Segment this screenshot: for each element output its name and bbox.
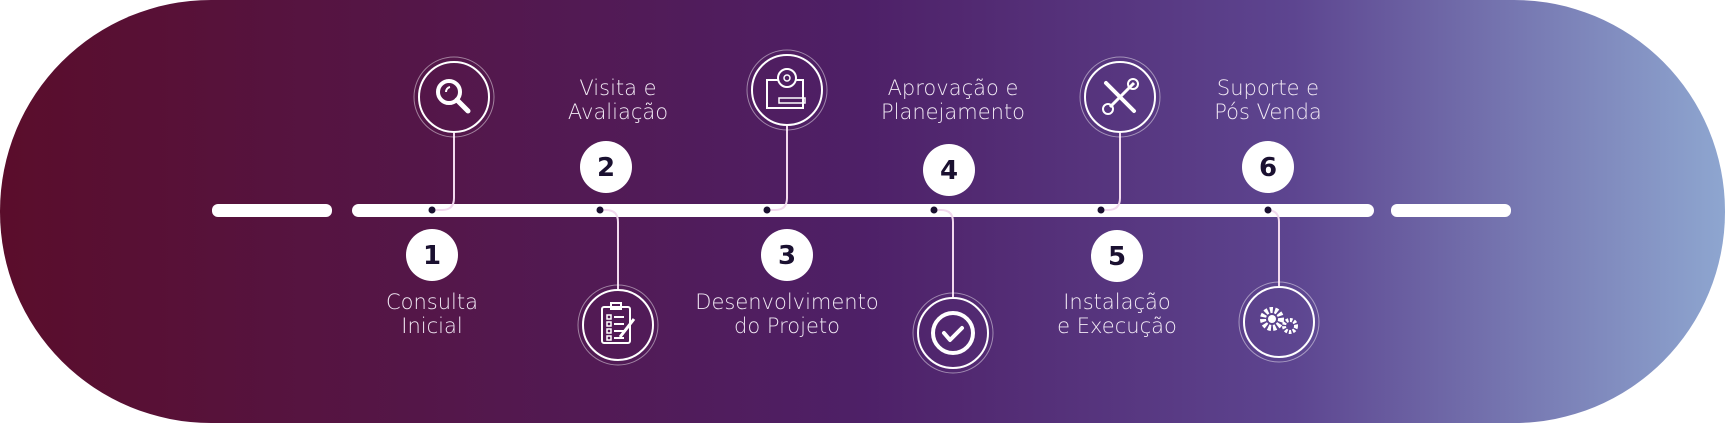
step-number: 6 xyxy=(1259,153,1277,183)
timeline-dot xyxy=(428,206,436,214)
timeline-dot xyxy=(1264,206,1272,214)
step-title-line: Desenvolvimento xyxy=(695,290,878,314)
step-title-line: Inicial xyxy=(401,314,462,338)
icon-outer-ring xyxy=(577,284,659,366)
step-title-line: Consulta xyxy=(386,290,478,314)
step-number-badge xyxy=(923,144,975,196)
icon-outer-ring xyxy=(1079,56,1161,138)
step-number-badge xyxy=(1091,230,1143,282)
search-icon xyxy=(436,79,471,114)
icon-ring xyxy=(1084,61,1156,133)
step-number: 2 xyxy=(597,153,615,183)
step-title-line: Avaliação xyxy=(568,100,668,124)
step-number-badge xyxy=(580,141,632,193)
timeline-dot xyxy=(763,206,771,214)
step-title-line: Suporte e xyxy=(1217,76,1319,100)
connector-line xyxy=(600,209,619,289)
checkmark-circle-icon xyxy=(931,311,975,355)
step-number-badge xyxy=(1242,141,1294,193)
icon-outer-ring xyxy=(912,292,994,374)
step-title-line: Aprovação e xyxy=(888,76,1019,100)
timeline-dot xyxy=(930,206,938,214)
icon-outer-ring xyxy=(413,56,495,138)
step-title-line: e Execução xyxy=(1057,314,1177,338)
connector-line xyxy=(1101,133,1121,211)
timeline-left-segment xyxy=(212,204,332,217)
icon-ring xyxy=(751,54,823,126)
icon-ring xyxy=(1243,286,1315,358)
icon-outer-ring xyxy=(746,49,828,131)
step-title-line: Pós Venda xyxy=(1214,100,1322,124)
step-number: 5 xyxy=(1108,242,1126,272)
connector-line xyxy=(432,133,455,211)
step-title-line: Visita e xyxy=(579,76,656,100)
step-title-line: Instalação xyxy=(1063,290,1171,314)
step-title-line: do Projeto xyxy=(734,314,840,338)
step-number: 3 xyxy=(778,241,796,271)
timeline-dot xyxy=(596,206,604,214)
gears-icon xyxy=(1260,307,1298,334)
connector-line xyxy=(767,126,788,211)
step-number-badge xyxy=(761,229,813,281)
tools-icon xyxy=(1102,78,1139,115)
icon-ring xyxy=(582,289,654,361)
icon-ring xyxy=(917,297,989,369)
icon-outer-ring xyxy=(1238,281,1320,363)
timeline-right-segment xyxy=(1391,204,1511,217)
blueprint-lightbulb-icon xyxy=(766,68,806,109)
timeline-dot xyxy=(1097,206,1105,214)
clipboard-checklist-icon xyxy=(601,302,636,344)
step-number: 1 xyxy=(423,241,441,271)
timeline-main-line xyxy=(352,204,1374,217)
step-number: 4 xyxy=(940,156,958,186)
connector-line xyxy=(934,209,954,297)
icon-ring xyxy=(418,61,490,133)
step-number-badge xyxy=(406,229,458,281)
step-title-line: Planejamento xyxy=(881,100,1025,124)
